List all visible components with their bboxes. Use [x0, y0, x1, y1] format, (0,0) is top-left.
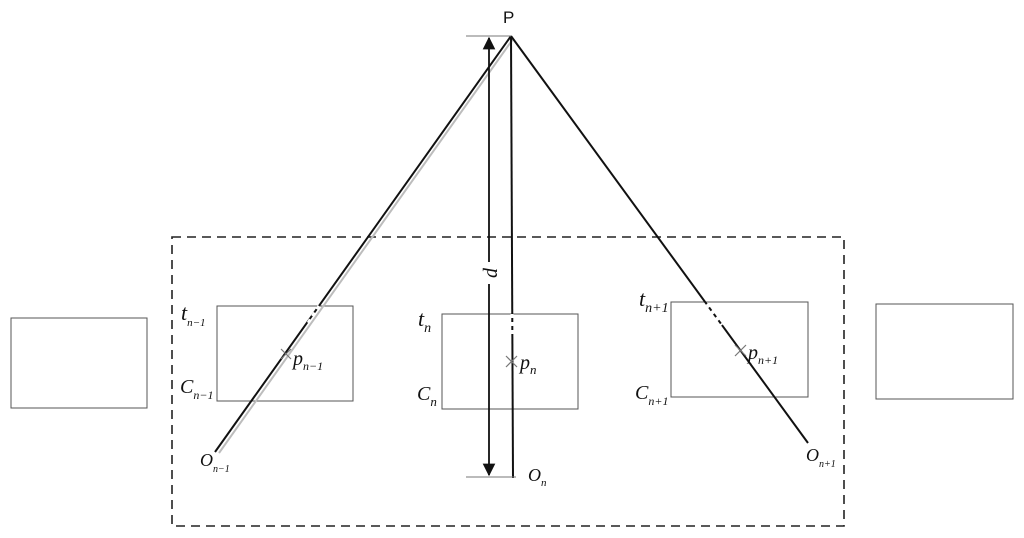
- camera-label-n-minus-1: Cn−1: [180, 376, 213, 402]
- time-label-n: tn: [418, 306, 431, 336]
- projection-cross-n: [505, 355, 518, 368]
- projection-cross-n-plus-1: [734, 344, 747, 357]
- distance-label: d: [480, 267, 502, 278]
- image-frame-n-minus-1: [216, 305, 354, 402]
- outer-frame-left: [10, 317, 148, 409]
- center-label-n-minus-1: On−1: [200, 450, 230, 475]
- camera-label-n-plus-1: Cn+1: [635, 382, 668, 408]
- projection-label-n-minus-1: pn−1: [291, 348, 323, 373]
- ray-p-to-o-n-minus-1: [214, 35, 512, 453]
- point-p-label: P: [503, 8, 514, 27]
- image-frame-n: [441, 313, 579, 410]
- time-label-n-plus-1: tn+1: [639, 286, 669, 316]
- projection-cross-n-minus-1: [280, 348, 292, 360]
- ray-p-to-o-n: [510, 35, 514, 479]
- camera-label-n: Cn: [417, 383, 437, 409]
- projection-label-n-plus-1: pn+1: [746, 342, 778, 367]
- time-label-n-minus-1: tn−1: [181, 300, 206, 329]
- image-frame-n-plus-1: [670, 301, 809, 398]
- distance-label-gap: [482, 262, 496, 284]
- selected-frames-box: [171, 236, 845, 527]
- center-label-n: On: [528, 465, 547, 489]
- ray-dash-left: [304, 305, 321, 327]
- outer-frame-right: [875, 303, 1014, 400]
- projection-label-n: pn: [518, 352, 537, 377]
- center-label-n-plus-1: On+1: [806, 445, 836, 470]
- ray-p-to-o-n-plus-1: [510, 35, 809, 444]
- ray-shadow-left: [218, 38, 514, 454]
